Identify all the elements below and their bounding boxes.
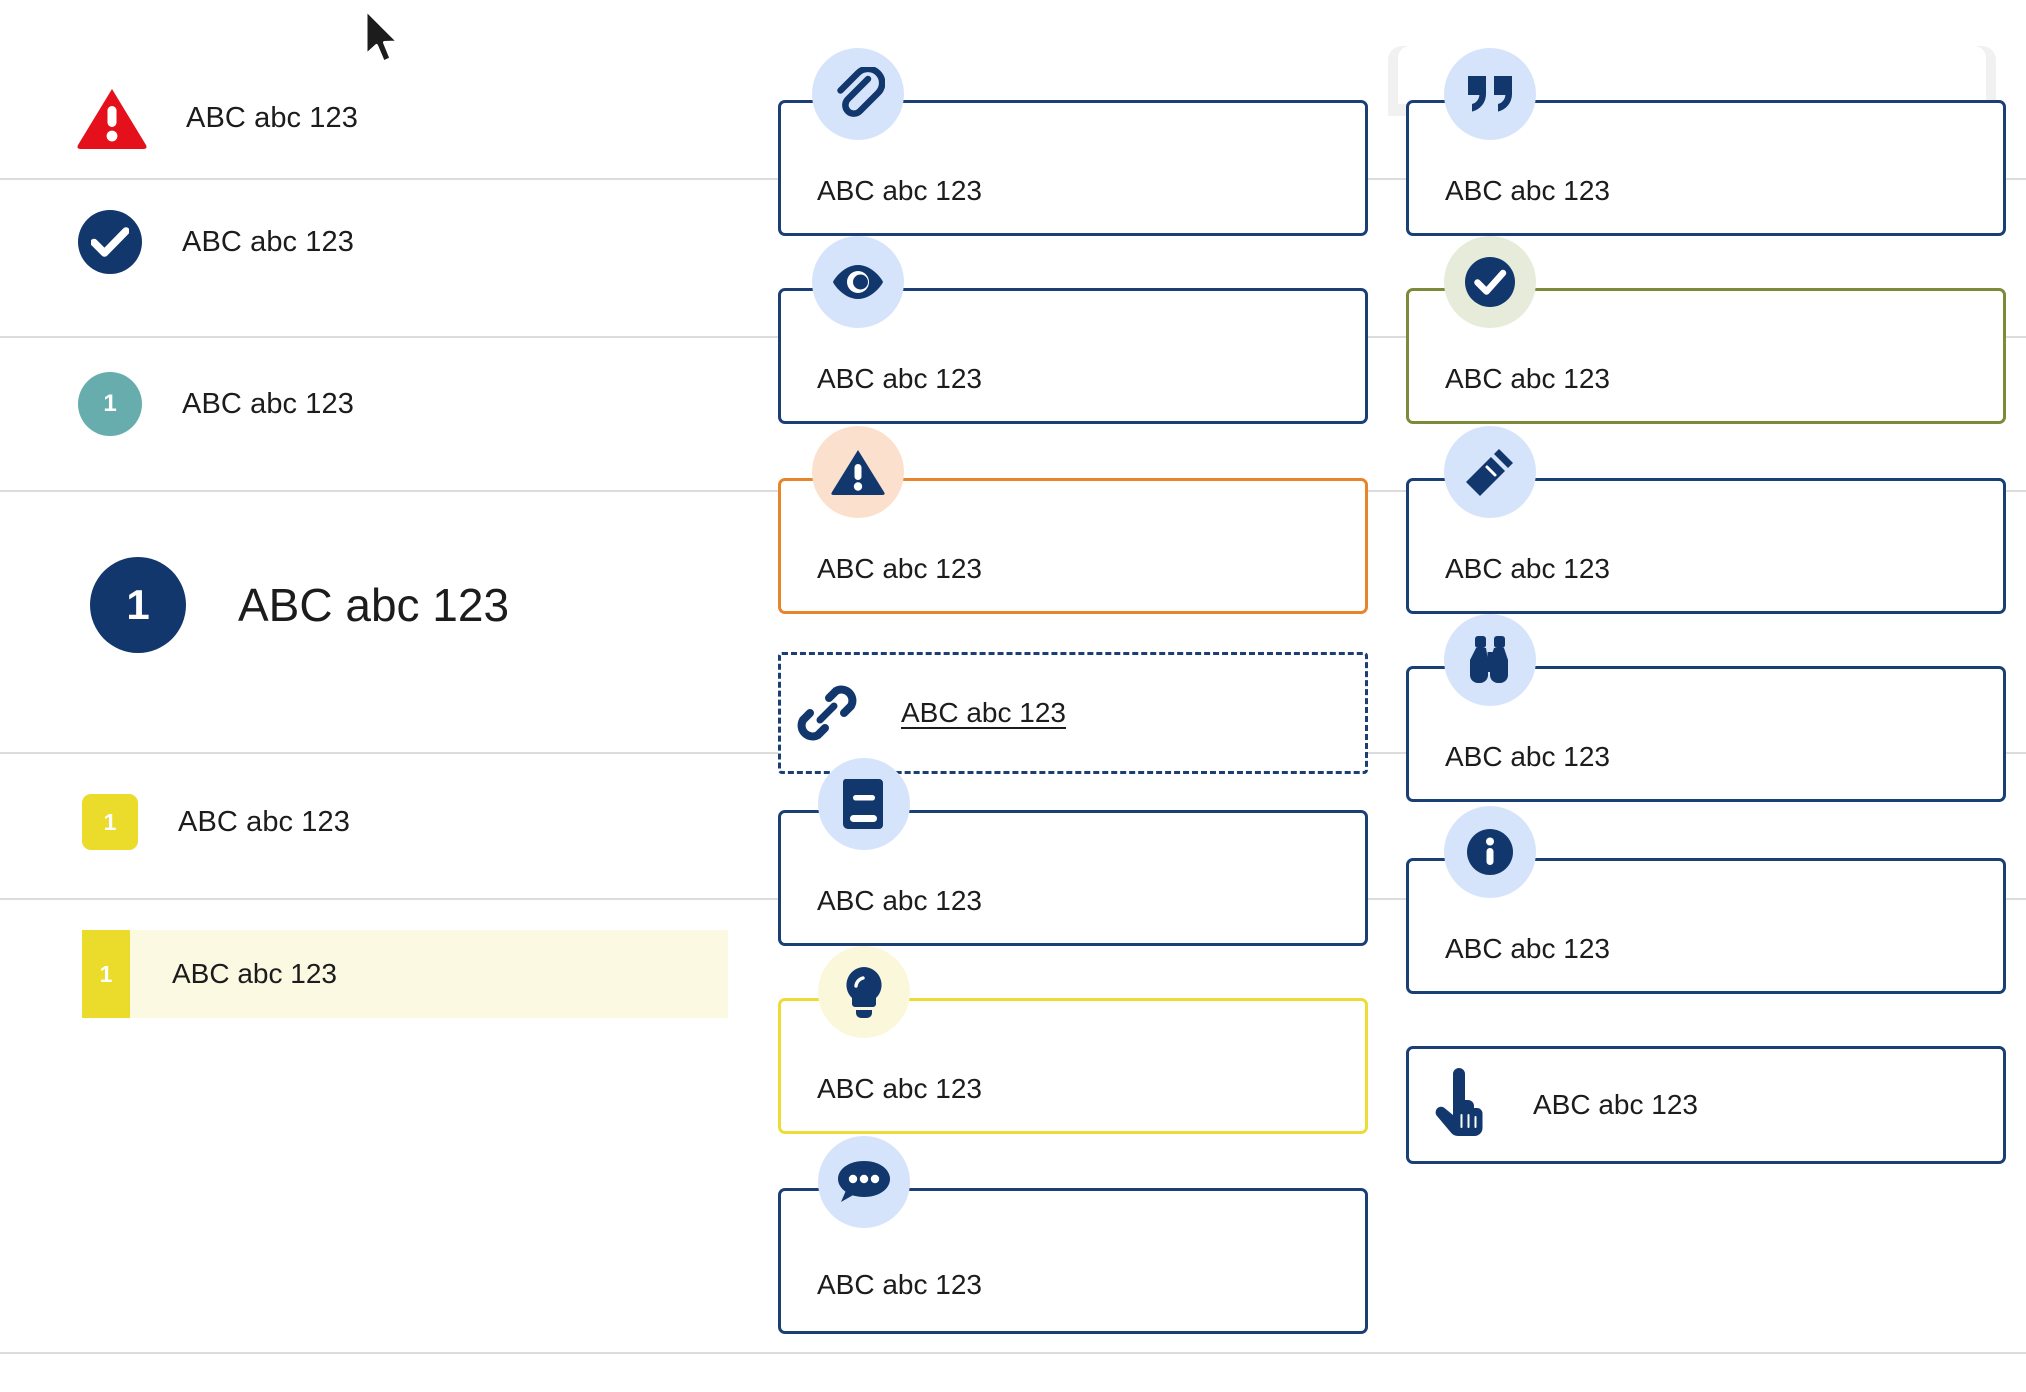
list-item-featured-label: ABC abc 123 [238, 579, 510, 631]
card-link-label[interactable]: ABC abc 123 [901, 697, 1066, 728]
list-item-selected[interactable]: 1 ABC abc 123 [82, 930, 728, 1018]
number-badge: 1 [78, 372, 142, 436]
binoculars-icon [1444, 614, 1536, 706]
link-icon [796, 682, 858, 744]
chat-bubble-icon [818, 1136, 910, 1228]
card-label: ABC abc 123 [1445, 741, 1610, 772]
card-label: ABC abc 123 [817, 553, 982, 584]
warning-triangle-icon [76, 87, 148, 149]
card-link[interactable]: ABC abc 123 [778, 652, 1368, 774]
pencil-icon [1444, 426, 1536, 518]
card-documentation[interactable]: ABC abc 123 [778, 810, 1368, 946]
pointing-hand-icon [1432, 1068, 1490, 1138]
card-attachment[interactable]: ABC abc 123 [778, 100, 1368, 236]
card-label: ABC abc 123 [1533, 1089, 1698, 1120]
list-item[interactable]: ABC abc 123 [0, 78, 836, 158]
mouse-pointer-icon [362, 8, 408, 70]
card-label: ABC abc 123 [817, 885, 982, 916]
card-action[interactable]: ABC abc 123 [1406, 1046, 2006, 1164]
divider-6 [0, 1352, 2026, 1354]
number-badge-large-text: 1 [126, 581, 150, 628]
book-icon [818, 758, 910, 850]
info-icon [1444, 806, 1536, 898]
quote-icon [1444, 48, 1536, 140]
card-label: ABC abc 123 [817, 1269, 982, 1300]
list-item[interactable]: 1 ABC abc 123 [0, 782, 842, 862]
paperclip-icon [812, 48, 904, 140]
check-circle-icon [78, 210, 142, 274]
number-badge-large: 1 [90, 557, 186, 653]
eye-icon [812, 236, 904, 328]
card-label: ABC abc 123 [817, 175, 982, 206]
list-item-label: ABC abc 123 [186, 101, 358, 134]
warning-icon [812, 426, 904, 518]
number-badge-square-text: 1 [103, 808, 117, 835]
list-item-label: ABC abc 123 [178, 805, 350, 838]
check-circle-icon [1444, 236, 1536, 328]
card-label: ABC abc 123 [817, 363, 982, 394]
number-badge-text: 1 [103, 390, 117, 417]
card-label: ABC abc 123 [1445, 175, 1610, 206]
left-list: ABC abc 123 ABC abc 123 1 ABC abc 123 1 … [0, 0, 760, 1392]
number-badge-square: 1 [82, 930, 130, 1018]
lightbulb-icon [818, 946, 910, 1038]
card-label: ABC abc 123 [1445, 363, 1610, 394]
list-item[interactable]: ABC abc 123 [0, 202, 838, 282]
list-item-featured[interactable]: 1 ABC abc 123 [0, 550, 850, 660]
list-item[interactable]: 1 ABC abc 123 [0, 364, 838, 444]
list-item-label: ABC abc 123 [182, 387, 354, 420]
card-label: ABC abc 123 [817, 1073, 982, 1104]
list-item-selected-label: ABC abc 123 [172, 958, 337, 989]
list-item-label: ABC abc 123 [182, 225, 354, 258]
number-badge-square-text: 1 [99, 960, 113, 987]
card-label: ABC abc 123 [1445, 933, 1610, 964]
number-badge-square: 1 [82, 794, 138, 850]
card-label: ABC abc 123 [1445, 553, 1610, 584]
